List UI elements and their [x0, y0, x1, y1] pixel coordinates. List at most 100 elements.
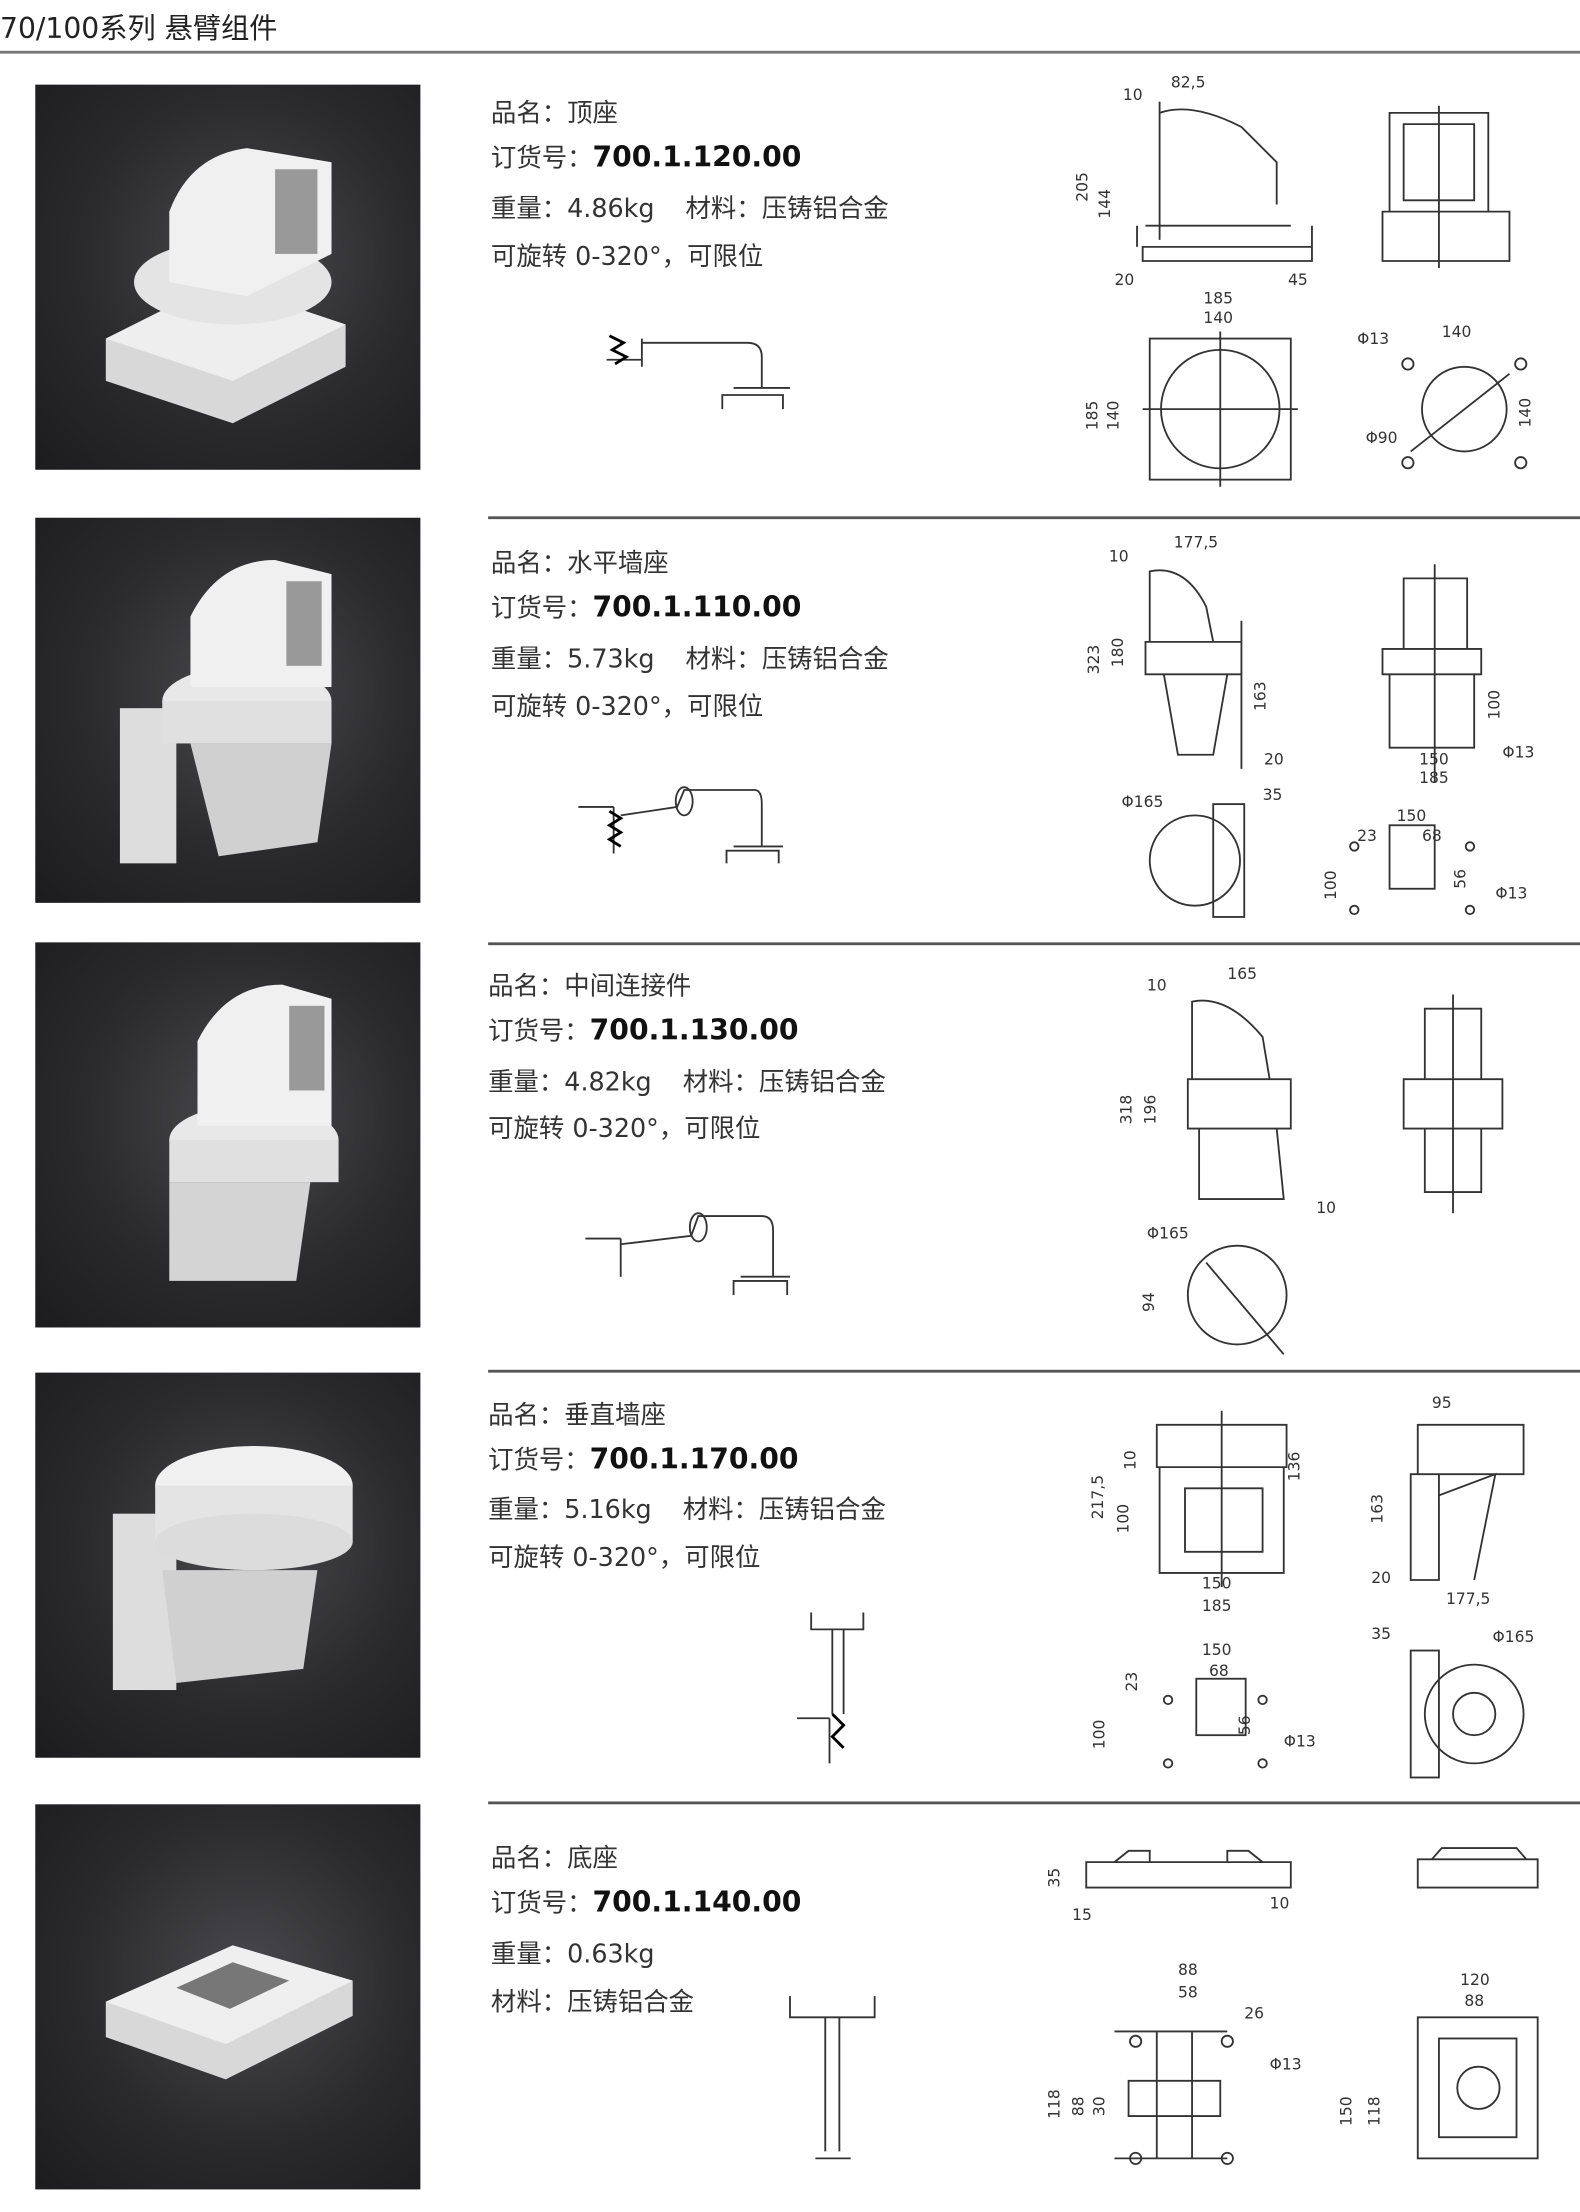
- dimension-label: 118: [1045, 2089, 1064, 2119]
- order-label: 订货号：: [490, 1888, 593, 1919]
- rotation-spec: 可旋转 0-320°，可限位: [488, 1114, 761, 1145]
- dimension-label: 58: [1177, 1983, 1198, 2002]
- order-number: 700.1.110.00: [592, 589, 802, 624]
- product-name: 水平墙座: [567, 548, 669, 579]
- name-label: 品名：: [488, 1400, 565, 1431]
- dimension-label: 140: [1516, 397, 1535, 428]
- material-label: 材料：: [685, 194, 762, 225]
- weight-label: 重量：: [490, 644, 568, 675]
- order-label: 订货号：: [488, 1017, 590, 1047]
- weight-value: 4.86kg: [567, 194, 655, 225]
- material-value: 压铸铝合金: [758, 1495, 886, 1525]
- dimension-label: 10: [1269, 1894, 1290, 1913]
- dimension-label: 165: [1227, 964, 1257, 984]
- row-divider: [488, 942, 1580, 946]
- product-photo-vertical-wall-mount: [35, 1372, 421, 1758]
- dimension-label: 163: [1251, 681, 1270, 711]
- mounting-diagram-icon: [606, 334, 790, 410]
- order-number: 700.1.130.00: [589, 1012, 799, 1047]
- dimension-label: 150: [1337, 2096, 1356, 2126]
- mounting-diagram-icon: [789, 1996, 876, 2160]
- order-number: 700.1.140.00: [592, 1884, 802, 1919]
- dimension-label: 88: [1464, 1991, 1485, 2011]
- dimension-label: Φ13: [1495, 884, 1528, 903]
- weight-value: 5.16kg: [564, 1495, 652, 1525]
- dimension-label: 150: [1396, 806, 1427, 826]
- dimension-label: 185: [1083, 400, 1102, 431]
- dimension-label: Φ13: [1283, 1732, 1316, 1751]
- dimension-label: 318: [1117, 1094, 1136, 1125]
- dimension-label: 88: [1069, 2096, 1088, 2117]
- dimension-label: 45: [1287, 270, 1308, 290]
- material-value: 压铸铝合金: [758, 1067, 886, 1098]
- dimension-label: 185: [1201, 1596, 1232, 1616]
- product-photo-horizontal-wall-mount: [35, 517, 421, 903]
- rotation-spec: 可旋转 0-320°，可限位: [490, 242, 764, 273]
- name-label: 品名：: [488, 971, 565, 1002]
- dimension-label: 144: [1096, 189, 1115, 219]
- mounting-diagram-icon: [578, 786, 783, 864]
- dimension-label: 100: [1485, 689, 1504, 720]
- dimension-label: 177,5: [1173, 533, 1219, 552]
- dimension-label: 196: [1141, 1094, 1160, 1125]
- dimension-label: Φ165: [1492, 1627, 1535, 1647]
- dimension-label: Φ13: [1502, 743, 1535, 762]
- dimension-label: 20: [1114, 270, 1135, 290]
- dimension-label: 94: [1139, 1292, 1159, 1312]
- dimension-label: 140: [1203, 308, 1233, 328]
- dimension-label: 217,5: [1089, 1474, 1108, 1520]
- product-name: 中间连接件: [564, 971, 692, 1002]
- dimension-label: 120: [1460, 1970, 1490, 1990]
- dimension-label: 68: [1421, 826, 1442, 846]
- weight-label: 重量：: [490, 1939, 568, 1970]
- dimension-label: 35: [1262, 785, 1283, 805]
- dimension-label: 23: [1357, 826, 1377, 846]
- material-label: 材料：: [685, 644, 762, 675]
- rotation-spec: 可旋转 0-320°，可限位: [490, 692, 764, 723]
- dimension-label: 140: [1104, 400, 1123, 431]
- dimension-label: 185: [1203, 289, 1233, 308]
- product-name: 顶座: [567, 98, 618, 129]
- mounting-diagram-icon: [797, 1612, 865, 1764]
- order-number: 700.1.170.00: [589, 1441, 799, 1476]
- title-divider: [0, 50, 1580, 54]
- row-divider: [488, 1801, 1580, 1805]
- dimension-label: 26: [1244, 2004, 1264, 2023]
- dimension-label: 100: [1321, 870, 1341, 901]
- material-label: 材料：: [490, 1987, 568, 2018]
- dimension-label: Φ165: [1146, 1224, 1189, 1243]
- dimension-label: 150: [1419, 750, 1449, 769]
- dimension-label: 163: [1368, 1493, 1387, 1524]
- dimension-label: 68: [1208, 1661, 1229, 1681]
- dimension-label: 177,5: [1445, 1589, 1491, 1609]
- row-divider: [488, 516, 1580, 520]
- dimension-label: 205: [1073, 172, 1092, 202]
- order-label: 订货号：: [488, 1445, 590, 1476]
- dimension-label: Φ90: [1365, 428, 1398, 448]
- row-divider: [488, 1369, 1580, 1373]
- rotation-spec: 可旋转 0-320°，可限位: [488, 1543, 761, 1573]
- dimension-label: 56: [1235, 1715, 1255, 1736]
- dimension-label: 20: [1263, 750, 1284, 769]
- dimension-label: 136: [1285, 1451, 1304, 1482]
- material-value: 压铸铝合金: [567, 1987, 695, 2018]
- name-label: 品名：: [490, 1843, 568, 1874]
- dimension-label: 150: [1201, 1640, 1232, 1659]
- dimension-label: Φ13: [1269, 2055, 1302, 2074]
- dimension-label: 118: [1365, 2096, 1384, 2126]
- product-photo-middle-connector: [35, 942, 421, 1328]
- dimension-label: Φ13: [1357, 330, 1390, 349]
- product-name: 底座: [567, 1843, 618, 1874]
- dimension-label: 35: [1371, 1625, 1391, 1644]
- order-label: 订货号：: [490, 593, 593, 624]
- material-label: 材料：: [682, 1067, 759, 1098]
- material-value: 压铸铝合金: [761, 644, 889, 675]
- weight-label: 重量：: [488, 1495, 565, 1525]
- dimension-label: 140: [1441, 323, 1472, 342]
- dimension-label: 82,5: [1170, 73, 1206, 92]
- dimension-label: 100: [1090, 1719, 1109, 1750]
- dimension-label: Φ165: [1121, 792, 1164, 812]
- dimension-label: 323: [1084, 644, 1104, 675]
